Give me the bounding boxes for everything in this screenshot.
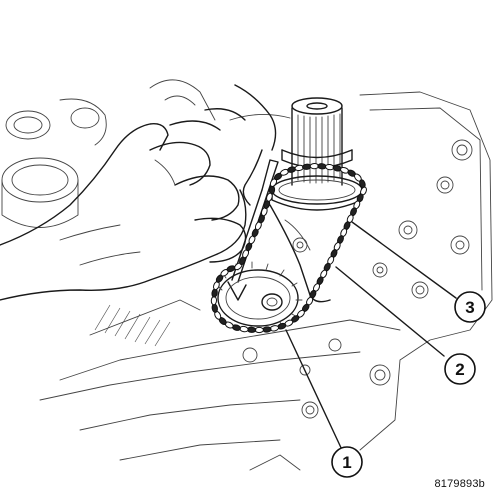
engine-block-outline [1, 79, 493, 471]
upper-shaft-and-sprocket [269, 97, 363, 303]
oil-pump-drive-chain [210, 162, 367, 334]
callout-1-circle [331, 446, 363, 478]
callout-1-leader [285, 329, 344, 453]
callout-1: 1 [331, 446, 363, 478]
callout-3-circle [454, 291, 486, 323]
callout-3: 3 [454, 291, 486, 323]
callout-3-leader [351, 221, 457, 299]
callout-leaders [285, 221, 457, 453]
chain-link [266, 192, 273, 202]
callout-1-number: 1 [342, 453, 351, 472]
technician-hands [0, 84, 279, 301]
callout-2-circle [444, 353, 476, 385]
figure-code: 8179893b [434, 478, 485, 490]
callout-2: 2 [444, 353, 476, 385]
callout-3-number: 3 [465, 298, 474, 317]
callout-2-leader [335, 266, 445, 357]
callout-2-number: 2 [455, 360, 464, 379]
